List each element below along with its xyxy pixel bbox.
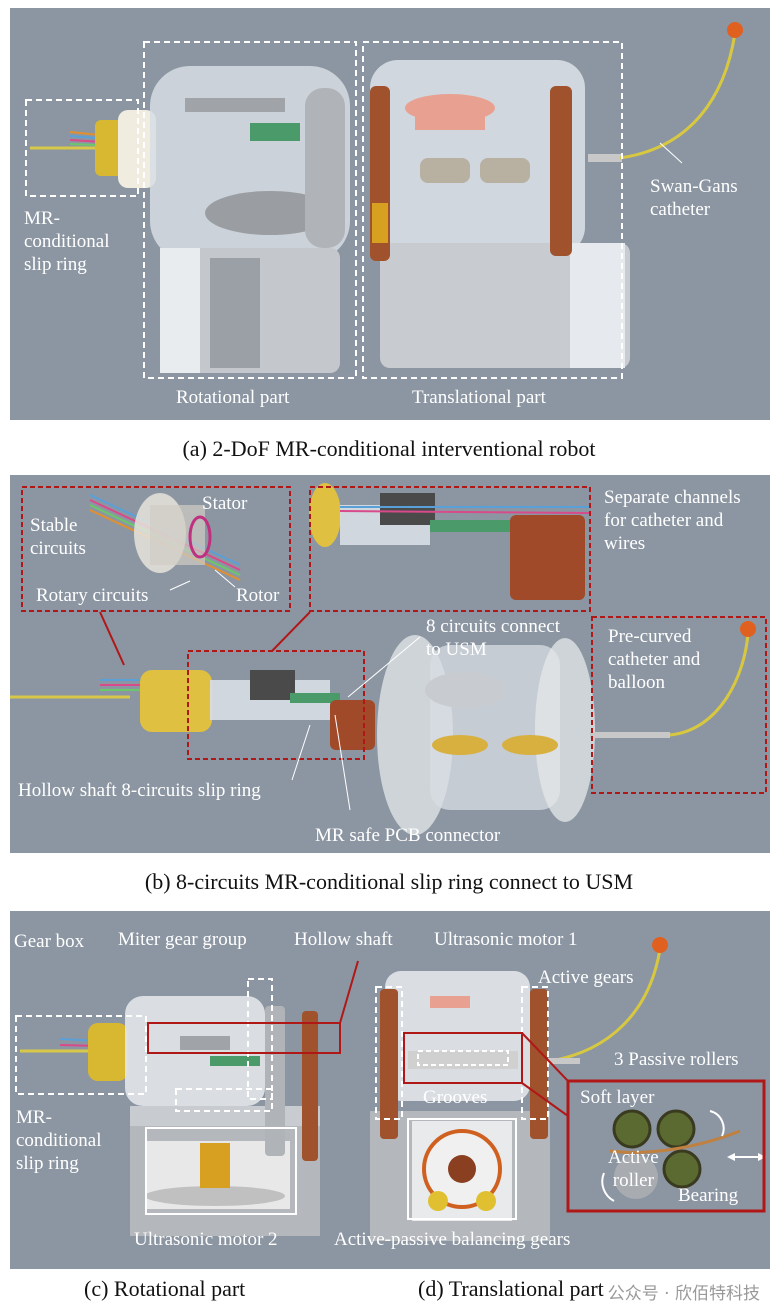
label-hollow-shaft-slip-ring: Hollow shaft 8-circuits slip ring [18, 780, 261, 801]
box-roller-inset [566, 1079, 766, 1213]
slip-ring-box [25, 99, 139, 197]
panel-cd: Gear box Miter gear group Hollow shaft U… [10, 911, 770, 1269]
box-miter-gear [247, 978, 273, 1100]
box-gear-left [375, 986, 403, 1120]
label-stable-circuits: Stable circuits [30, 515, 86, 559]
main-assembly [10, 621, 756, 835]
label-separate-channels: Separate channels for catheter and wires [604, 487, 741, 554]
label-circuits-to-usm: 8 circuits connect to USM [426, 616, 561, 660]
swan-gans-catheter [588, 22, 743, 164]
label-bearing: Bearing [678, 1185, 739, 1206]
rotational-box [143, 41, 357, 379]
caption-b: (b) 8-circuits MR-conditional slip ring … [144, 869, 634, 894]
label-passive-rollers: 3 Passive rollers [614, 1049, 739, 1070]
label-swan-gans: Swan-Gans catheter [650, 176, 738, 220]
label-grooves: Grooves [423, 1087, 488, 1108]
panel-b: Stable circuits Stator Rotary circuits R… [10, 475, 770, 853]
caption-d: (d) Translational part [418, 1276, 604, 1301]
box-slip-ring-c [15, 1015, 147, 1095]
box-hollow-shaft [147, 1022, 341, 1054]
label-balancing-gears: Active-passive balancing gears [334, 1229, 571, 1250]
label-usm1: Ultrasonic motor 1 [434, 929, 578, 950]
caption-a: (a) 2-DoF MR-conditional interventional … [182, 436, 596, 461]
slip-ring-illustration [10, 483, 767, 835]
translational-housing [370, 60, 630, 368]
panel-a: MR- conditional slip ring Rotational par… [10, 8, 770, 420]
label-slip-ring-a: MR- conditional slip ring [24, 208, 110, 275]
robot-illustration-a [25, 22, 743, 379]
label-precurved-catheter: Pre-curved catheter and balloon [608, 626, 701, 693]
inset-box-slip-ring [21, 486, 291, 612]
label-rotor: Rotor [236, 585, 280, 606]
inset-slip-ring-detail [89, 493, 241, 581]
inset-box-channels [309, 486, 591, 612]
label-slip-ring-c: MR- conditional slip ring [16, 1107, 102, 1174]
label-hollow-shaft: Hollow shaft [294, 929, 393, 950]
label-usm2: Ultrasonic motor 2 [134, 1229, 278, 1250]
inset-channels [309, 483, 591, 600]
caption-c: (c) Rotational part [84, 1276, 246, 1301]
label-miter-gear: Miter gear group [118, 929, 247, 950]
box-precurved [591, 616, 767, 794]
roller-inset [568, 1081, 766, 1211]
box-usm2 [145, 1127, 297, 1215]
label-gear-box: Gear box [14, 931, 85, 952]
parts-illustration [15, 937, 766, 1241]
label-rotational-part: Rotational part [176, 387, 290, 408]
box-connector [187, 650, 365, 760]
box-miter-lower [175, 1088, 273, 1112]
translational-box [362, 41, 623, 379]
label-active-roller: Active roller [608, 1147, 659, 1191]
label-rotary-circuits: Rotary circuits [36, 585, 149, 606]
box-balancing [407, 1118, 517, 1220]
box-grooves [417, 1050, 509, 1066]
label-translational-part: Translational part [412, 387, 546, 408]
box-rollers [403, 1032, 523, 1084]
label-soft-layer: Soft layer [580, 1087, 655, 1108]
watermark: 公众号 · 欣佰特科技 [607, 1284, 760, 1304]
label-active-gears: Active gears [538, 967, 634, 988]
label-stator: Stator [202, 493, 248, 514]
rotational-housing [150, 66, 350, 373]
label-pcb-connector: MR safe PCB connector [315, 825, 501, 846]
